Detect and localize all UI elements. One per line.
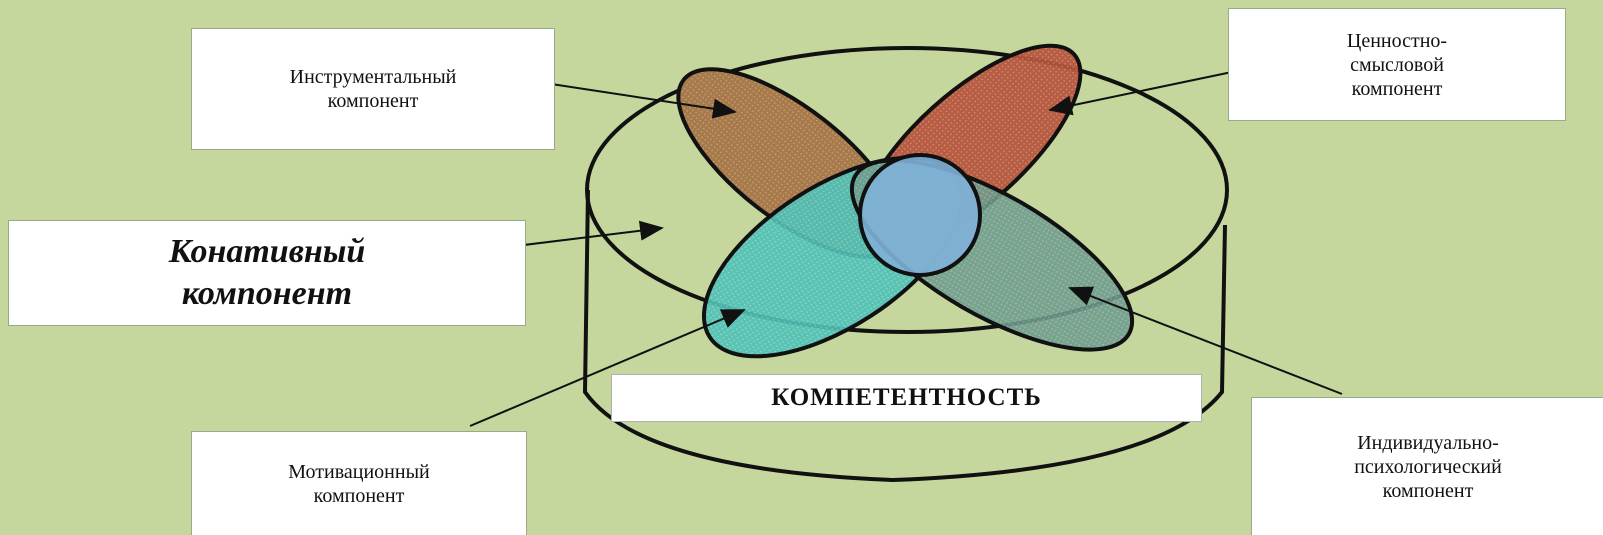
value-label-line1: Ценностно- bbox=[1347, 29, 1447, 53]
individual-component-label: Индивидуально- психологический компонент bbox=[1251, 397, 1603, 535]
conative-label-line1: Конативный bbox=[169, 231, 366, 274]
individual-label-line2: психологический bbox=[1354, 455, 1502, 479]
individual-label-line1: Индивидуально- bbox=[1357, 431, 1499, 455]
conative-label-line2: компонент bbox=[182, 273, 352, 316]
instrumental-label-line1: Инструментальный bbox=[290, 65, 457, 89]
value-component-label: Ценностно- смысловой компонент bbox=[1228, 8, 1566, 121]
value-label-line3: компонент bbox=[1352, 77, 1443, 101]
individual-label-line3: компонент bbox=[1383, 479, 1474, 503]
conative-component-label: Конативный компонент bbox=[8, 220, 526, 326]
value-label-line2: смысловой bbox=[1350, 53, 1444, 77]
motivational-component-label: Мотивационный компонент bbox=[191, 431, 527, 535]
motivational-label-line1: Мотивационный bbox=[288, 460, 429, 484]
competence-label: КОМПЕТЕНТНОСТЬ bbox=[611, 374, 1202, 422]
motivational-label-line2: компонент bbox=[314, 484, 405, 508]
instrumental-component-label: Инструментальный компонент bbox=[191, 28, 555, 150]
competence-label-text: КОМПЕТЕНТНОСТЬ bbox=[771, 383, 1042, 413]
competence-core bbox=[860, 155, 980, 275]
instrumental-label-line2: компонент bbox=[328, 89, 419, 113]
